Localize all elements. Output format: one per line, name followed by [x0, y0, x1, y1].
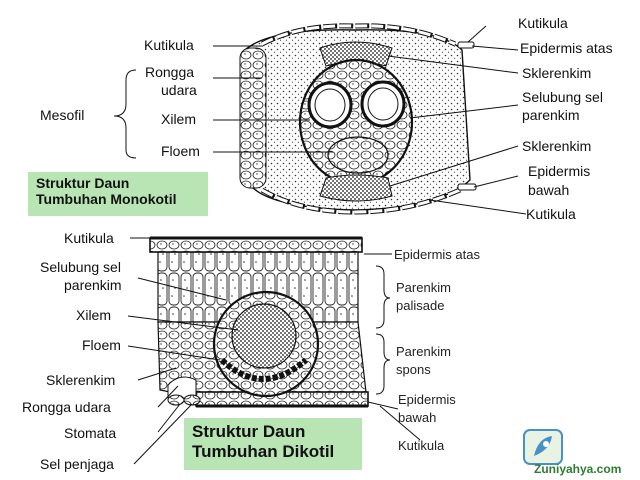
dicot-xylem — [231, 303, 297, 369]
label-dicot-rongga-udara: Rongga udara — [22, 399, 111, 415]
label-kutikula-bottom-right: Kutikula — [526, 206, 576, 222]
label-dicot-palisade-line1: Parenkim — [396, 280, 451, 295]
monocot-title: Struktur Daun Tumbuhan Monokotil — [28, 172, 208, 216]
rocket-logo-icon — [523, 429, 563, 465]
monocot-cuticle-top-flap — [457, 41, 475, 49]
label-kutikula-top-right: Kutikula — [518, 15, 568, 31]
label-dicot-spons-line2: spons — [396, 362, 431, 377]
label-dicot-epidermis-atas: Epidermis atas — [394, 247, 480, 262]
label-dicot-kutikula: Kutikula — [64, 230, 114, 246]
label-dicot-selubung-line2: parenkim — [64, 277, 122, 293]
label-dicot-floem: Floem — [82, 337, 121, 353]
label-dicot-selubung-line1: Selubung sel — [40, 259, 121, 275]
dicot-labels: Kutikula Selubung sel parenkim Xilem Flo… — [22, 230, 480, 472]
label-dicot-epidermis-bawah-line1: Epidermis — [398, 392, 456, 407]
dicot-title-line1: Struktur Daun — [192, 422, 306, 441]
dicot-guard-cell-right — [183, 394, 201, 406]
label-rongga-udara-line2: udara — [161, 82, 197, 98]
label-dicot-xilem: Xilem — [76, 307, 111, 323]
dicot-cross-section — [149, 236, 369, 408]
label-xilem: Xilem — [161, 111, 196, 127]
monocot-lower-sclerenchyma — [319, 174, 393, 202]
label-dicot-epidermis-bawah-line2: bawah — [398, 410, 436, 425]
label-rongga-udara-line1: Rongga — [145, 64, 194, 80]
label-epidermis-bawah-line1: Epidermis — [528, 163, 590, 179]
dicot-upper-epidermis — [149, 237, 363, 253]
monocot-cross-section — [239, 23, 477, 215]
label-dicot-palisade-line2: palisade — [396, 298, 444, 313]
monocot-phloem — [327, 136, 389, 174]
monocot-title-line2: Tumbuhan Monokotil — [36, 191, 177, 208]
watermark-text: Zuniyahya.com — [534, 462, 622, 476]
label-dicot-stomata: Stomata — [64, 425, 116, 441]
dicot-guard-cell-left — [167, 394, 185, 406]
monocot-labels: Kutikula Rongga udara Mesofil Xilem Floe… — [40, 15, 613, 222]
monocot-left-edge — [239, 47, 267, 189]
dicot-title-line2: Tumbuhan Dikotil — [192, 441, 335, 461]
label-dicot-spons-line1: Parenkim — [396, 344, 451, 359]
monocot-leader-lines — [113, 25, 527, 215]
label-selubung-line2: parenkim — [522, 107, 580, 123]
monocot-title-line1: Struktur Daun — [36, 175, 130, 191]
label-epidermis-atas: Epidermis atas — [520, 40, 613, 56]
monocot-upper-epidermis-cells — [261, 24, 456, 46]
label-sklerenkim-upper: Sklerenkim — [522, 65, 591, 81]
label-sklerenkim-lower: Sklerenkim — [522, 138, 591, 154]
dicot-title: Struktur Daun Tumbuhan Dikotil — [184, 418, 362, 470]
label-kutikula: Kutikula — [144, 37, 194, 53]
label-dicot-sklerenkim: Sklerenkim — [46, 372, 115, 388]
label-epidermis-bawah-line2: bawah — [528, 182, 569, 198]
dicot-leader-lines — [127, 237, 421, 465]
label-dicot-sel-penjaga: Sel penjaga — [40, 456, 114, 472]
label-selubung-line1: Selubung sel — [522, 89, 603, 105]
dicot-phloem — [219, 357, 308, 382]
label-mesofil: Mesofil — [40, 107, 84, 123]
label-floem: Floem — [161, 143, 200, 159]
monocot-lower-epidermis-cells — [261, 188, 461, 214]
monocot-cuticle-bottom-flap — [457, 183, 477, 191]
label-dicot-kutikula-right: Kutikula — [398, 438, 445, 453]
